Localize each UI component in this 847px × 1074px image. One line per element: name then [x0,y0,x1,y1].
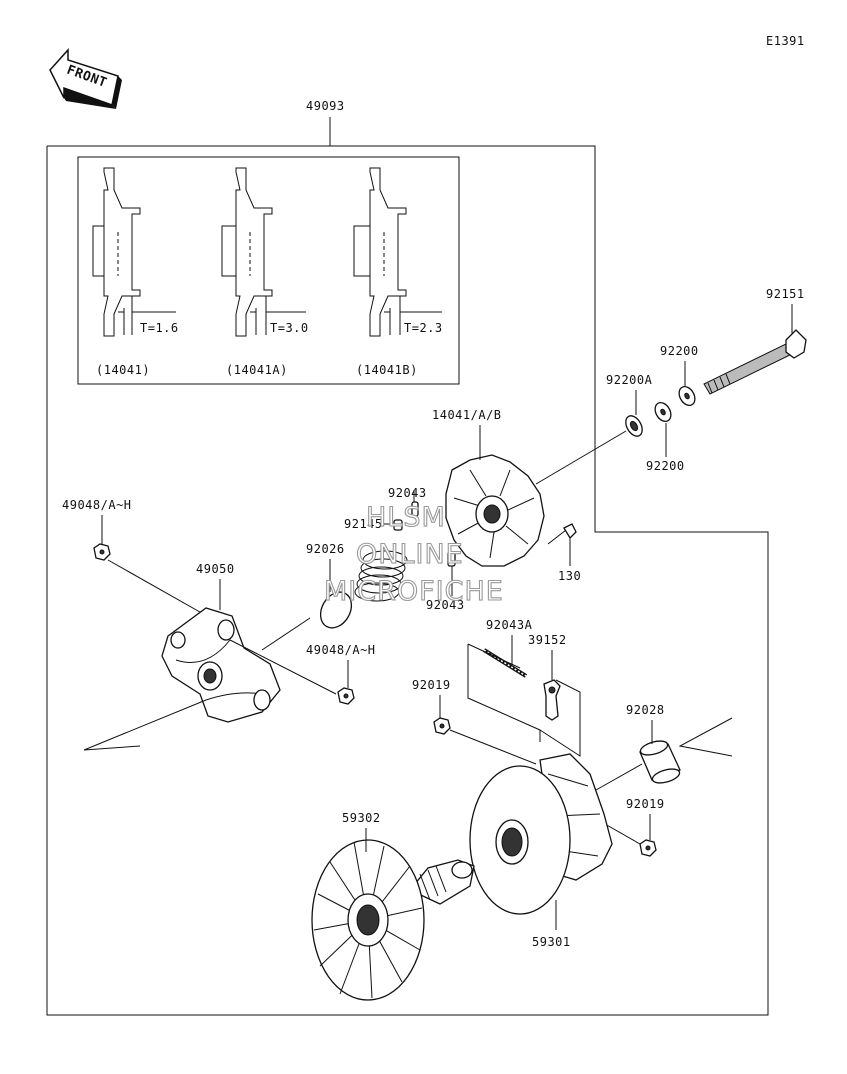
label-92145: 92145 [344,517,383,531]
label-59301: 59301 [532,935,571,949]
screw-130-icon [547,523,577,545]
inset-thickness-2: T=3.0 [270,321,309,335]
label-92043A: 92043A [486,618,533,632]
inset-part-1: (14041) [96,363,150,377]
washer-92200-icon [678,386,696,406]
inset-part-2: (14041A) [226,363,288,377]
watermark: HLSM ONLINE MICROFICHE [323,501,504,607]
watermark-line-2: ONLINE [356,539,464,570]
label-92026: 92026 [306,542,345,556]
watermark-line-3: MICROFICHE [324,576,504,607]
nut-92019-icon [639,839,657,857]
label-49048-top: 49048/A~H [62,498,132,512]
spring-icon [354,550,408,602]
pin-92043-icon [411,501,419,517]
inset-thickness-1: T=1.6 [140,321,179,335]
watermark-line-1: HLSM [366,502,446,533]
pin-92145-icon [393,519,403,531]
ring-92026-icon [319,591,353,629]
label-49048-mid: 49048/A~H [306,643,376,657]
fan-sheave-59302-icon [311,839,475,1001]
spider-14041-icon [445,454,545,567]
inset-variant-1: T=1.6 (14041) [92,167,179,377]
label-130: 130 [558,569,581,583]
inset-thickness-3: T=2.3 [404,321,443,335]
inset-variant-2: T=3.0 (14041A) [221,167,309,377]
bolt-92151-icon [703,329,807,395]
label-49050: 49050 [196,562,235,576]
assembly-border [46,145,769,1016]
inset-part-3: (14041B) [356,363,418,377]
label-39152: 39152 [528,633,567,647]
label-92028: 92028 [626,703,665,717]
bearing-92200A-icon [625,415,643,437]
spacer-profile-icon [221,167,306,337]
label-92200-bot: 92200 [646,459,685,473]
arm-39152-icon [543,679,561,721]
spacer-profile-icon [92,167,176,337]
diagram-code: E1391 [766,34,805,48]
assembly-label: 49093 [306,99,345,113]
weight-49050-icon [161,607,281,723]
label-92200A: 92200A [606,373,653,387]
front-arrow-icon: FRONT [49,48,122,109]
label-59302: 59302 [342,811,381,825]
inset-box [77,156,460,385]
nut-49048-icon [337,687,355,705]
spacer-profile-icon [353,167,442,337]
label-92151: 92151 [766,287,805,301]
inset-variant-3: T=2.3 (14041B) [353,167,443,377]
label-92019-left: 92019 [412,678,451,692]
label-92043-bot: 92043 [426,598,465,612]
washer-92200-icon [654,402,672,422]
label-92043-top: 92043 [388,486,427,500]
nut-49048-icon [93,543,111,561]
label-92019-right: 92019 [626,797,665,811]
label-92200-top: 92200 [660,344,699,358]
nut-92019-icon [433,717,451,735]
bushing-92028-icon [639,740,681,784]
label-14041AB: 14041/A/B [432,408,502,422]
sheave-59301-icon [469,753,613,915]
